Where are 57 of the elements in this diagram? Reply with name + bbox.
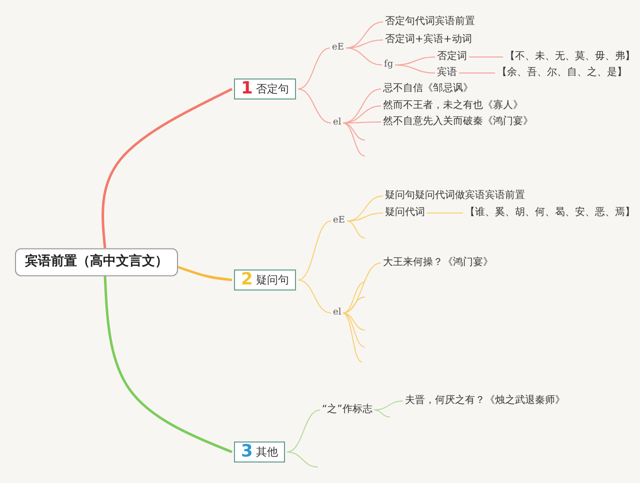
branch-line bbox=[342, 122, 366, 156]
branch-label: 忌不自信《邹忌讽》 bbox=[383, 83, 473, 95]
branch-line bbox=[298, 280, 332, 314]
branch-label: 大王来何操？《鸿门宴》 bbox=[383, 257, 493, 269]
branch-label: el bbox=[333, 118, 342, 128]
topic-box bbox=[234, 78, 296, 100]
branch-line bbox=[342, 88, 382, 124]
branch-label: fg bbox=[384, 60, 394, 70]
branch-label: “之”作标志 bbox=[322, 404, 372, 416]
branch-line bbox=[286, 410, 320, 452]
branch-line bbox=[374, 400, 404, 410]
branch-label: 夫晋，何厌之有？《烛之武退秦师》 bbox=[405, 395, 565, 407]
central-topic-box: 宾语前置（高中文言文） bbox=[15, 248, 178, 276]
branch-line bbox=[102, 88, 233, 248]
topic-label: 疑问句 bbox=[256, 273, 289, 287]
branch-line bbox=[298, 220, 332, 280]
topic-number: 2 bbox=[241, 272, 253, 288]
branch-line bbox=[342, 296, 366, 314]
branch-label: eE bbox=[333, 216, 345, 226]
topic-number: 1 bbox=[241, 80, 253, 98]
branch-line bbox=[342, 312, 366, 348]
branch-line bbox=[394, 64, 436, 74]
branch-line bbox=[468, 56, 504, 58]
branch-line bbox=[342, 122, 382, 124]
branch-line bbox=[104, 276, 232, 454]
topic-box bbox=[234, 442, 285, 462]
branch-line bbox=[458, 72, 496, 74]
branch-line bbox=[298, 48, 330, 90]
topic-label: 其他 bbox=[256, 445, 278, 459]
branch-label: 宾语 bbox=[437, 67, 457, 79]
branch-line bbox=[342, 122, 366, 140]
branch-label: 疑问代词 bbox=[385, 207, 425, 219]
topic-number: 3 bbox=[241, 444, 253, 460]
branch-label: 【余、吾、尔、自、之、是】 bbox=[497, 67, 627, 79]
branch-label: 然不自意先入关而破秦《鸿门宴》 bbox=[383, 116, 533, 128]
branch-line bbox=[426, 212, 464, 214]
branch-line bbox=[178, 266, 232, 282]
branch-line bbox=[342, 282, 366, 314]
branch-line bbox=[374, 410, 390, 418]
branch-label: 否定句代词宾语前置 bbox=[385, 16, 475, 28]
branch-label: 疑问句疑问代词做宾语宾语前置 bbox=[385, 190, 525, 202]
branch-line bbox=[346, 48, 382, 66]
branch-line bbox=[342, 312, 366, 330]
branch-label: 【不、未、无、莫、毋、弗】 bbox=[505, 51, 635, 63]
branch-label: 【谁、奚、胡、何、曷、安、恶、焉】 bbox=[465, 207, 635, 219]
branch-line bbox=[298, 88, 332, 124]
branch-label: 否定词+宾语+动词 bbox=[385, 34, 472, 46]
topic-box bbox=[234, 270, 296, 290]
branch-label: eE bbox=[332, 42, 344, 54]
branch-label: 否定词 bbox=[437, 51, 467, 63]
branch-line bbox=[342, 312, 362, 362]
topic-label: 否定句 bbox=[256, 82, 289, 96]
branch-line bbox=[346, 212, 384, 222]
branch-label: el bbox=[333, 308, 342, 318]
branch-label: 然而不王者，未之有也《寡人》 bbox=[383, 100, 523, 112]
branch-line bbox=[346, 220, 366, 238]
branch-line bbox=[286, 452, 318, 468]
